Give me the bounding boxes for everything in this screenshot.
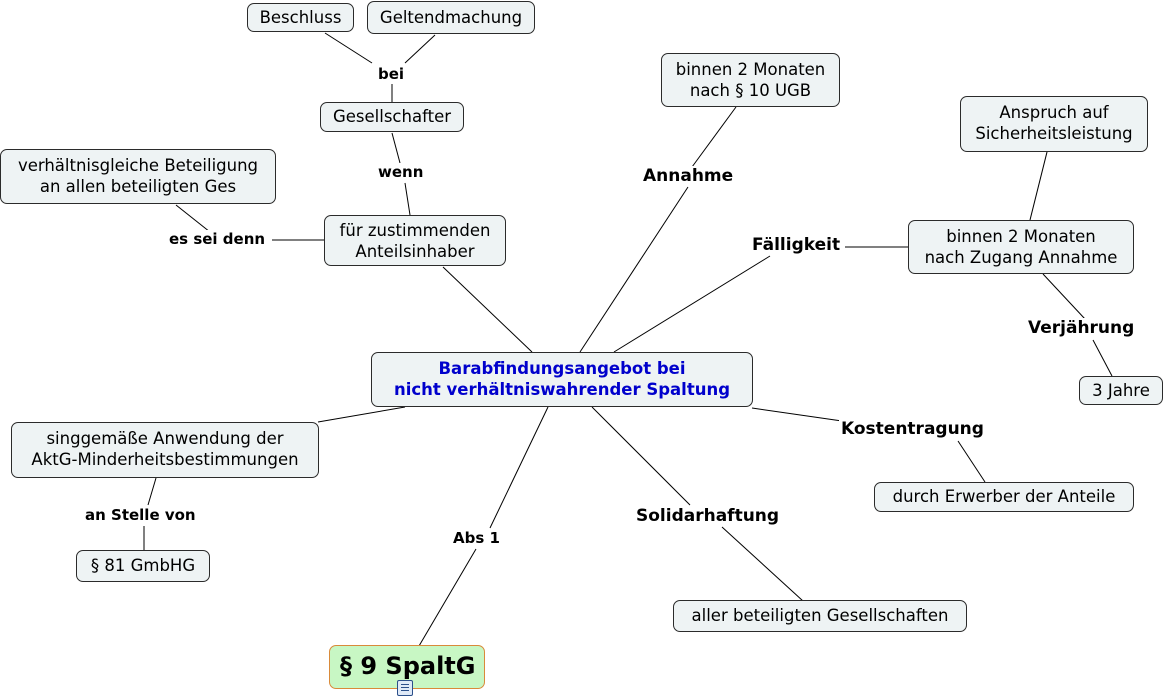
link-zustimmend-center bbox=[442, 266, 533, 353]
link-center-faelligkeit bbox=[613, 255, 771, 353]
link-beschluss-bei bbox=[324, 32, 373, 64]
link-gesellschafter-wenn bbox=[391, 132, 401, 164]
node-binnen-ugb-line2: nach § 10 UGB bbox=[689, 81, 812, 100]
node-81-gmbhg[interactable]: § 81 GmbHG bbox=[76, 550, 210, 582]
node-anspruch-line2: Sicherheitsleistung bbox=[975, 124, 1133, 143]
link-binnenannahme-anspruch bbox=[1029, 151, 1048, 221]
link-aktg-anstellevon bbox=[147, 477, 157, 506]
link-center-kostentragung bbox=[751, 407, 843, 422]
node-aktg-line1: singgemäße Anwendung der bbox=[46, 429, 284, 448]
node-verhaeltnisgleiche-beteiligung[interactable]: verhältnisgleiche Beteiligung an allen b… bbox=[0, 149, 276, 204]
node-anspruch-sicherheitsleistung[interactable]: Anspruch auf Sicherheitsleistung bbox=[960, 96, 1148, 152]
center-topic[interactable]: Barabfindungsangebot bei nicht verhältni… bbox=[371, 352, 753, 407]
link-binnenannahme-verjaehrung bbox=[1042, 273, 1086, 320]
label-abs-1: Abs 1 bbox=[451, 529, 502, 547]
link-geltendmachung-bei bbox=[404, 34, 436, 64]
center-topic-line1: Barabfindungsangebot bei bbox=[438, 359, 686, 378]
node-aktg-minderheitsbestimmungen[interactable]: singgemäße Anwendung der AktG-Minderheit… bbox=[11, 422, 319, 478]
node-anspruch-line1: Anspruch auf bbox=[999, 103, 1109, 122]
link-center-aktg bbox=[317, 406, 406, 423]
node-binnen-ugb-line1: binnen 2 Monaten bbox=[675, 60, 826, 79]
link-verjaehrung-3jahre bbox=[1092, 339, 1113, 377]
label-an-stelle-von: an Stelle von bbox=[83, 506, 198, 524]
node-beschluss[interactable]: Beschluss bbox=[247, 3, 354, 32]
label-annahme: Annahme bbox=[641, 166, 736, 186]
link-center-solidarhaftung bbox=[591, 406, 691, 506]
label-kostentragung: Kostentragung bbox=[839, 419, 986, 439]
node-verhaeltnisgleiche-line2: an allen beteiligten Ges bbox=[39, 177, 237, 196]
label-bei: bei bbox=[376, 65, 407, 83]
label-solidarhaftung: Solidarhaftung bbox=[634, 506, 782, 526]
link-kostentragung-erwerber bbox=[957, 440, 986, 483]
label-verjaehrung: Verjährung bbox=[1026, 318, 1137, 338]
node-gesellschafter[interactable]: Gesellschafter bbox=[320, 102, 464, 132]
node-binnen-2-monaten-ugb[interactable]: binnen 2 Monaten nach § 10 UGB bbox=[661, 53, 840, 107]
link-annahme-binnen10ugb bbox=[691, 106, 737, 168]
link-solidarhaftung-gesellschaften bbox=[721, 526, 804, 602]
node-zustimmend-line1: für zustimmenden bbox=[339, 221, 491, 240]
node-3-jahre[interactable]: 3 Jahre bbox=[1079, 376, 1163, 405]
link-esseidenn-verhaeltnisgleiche bbox=[175, 204, 211, 233]
node-binnen-2-monaten-annahme[interactable]: binnen 2 Monaten nach Zugang Annahme bbox=[908, 220, 1134, 274]
center-topic-line2: nicht verhältniswahrender Spaltung bbox=[393, 380, 731, 399]
note-icon[interactable] bbox=[397, 680, 413, 696]
node-zustimmender-anteilsinhaber[interactable]: für zustimmenden Anteilsinhaber bbox=[324, 215, 506, 266]
node-9-spaltg[interactable]: § 9 SpaltG bbox=[329, 645, 485, 689]
link-center-abs1 bbox=[489, 406, 549, 529]
link-wenn-zustimmend bbox=[404, 182, 411, 216]
link-center-annahme bbox=[579, 186, 689, 353]
node-aller-gesellschaften[interactable]: aller beteiligten Gesellschaften bbox=[673, 600, 967, 632]
label-faelligkeit: Fälligkeit bbox=[750, 235, 843, 255]
label-wenn: wenn bbox=[376, 163, 426, 181]
node-binnen-annahme-line2: nach Zugang Annahme bbox=[924, 248, 1118, 267]
node-zustimmend-line2: Anteilsinhaber bbox=[355, 242, 475, 261]
label-es-sei-denn: es sei denn bbox=[167, 230, 268, 248]
node-aktg-line2: AktG-Minderheitsbestimmungen bbox=[31, 450, 299, 469]
link-abs1-spaltg bbox=[418, 548, 477, 647]
node-verhaeltnisgleiche-line1: verhältnisgleiche Beteiligung bbox=[17, 156, 259, 175]
node-durch-erwerber[interactable]: durch Erwerber der Anteile bbox=[874, 482, 1134, 512]
node-geltendmachung[interactable]: Geltendmachung bbox=[367, 1, 535, 34]
node-binnen-annahme-line1: binnen 2 Monaten bbox=[946, 227, 1096, 246]
